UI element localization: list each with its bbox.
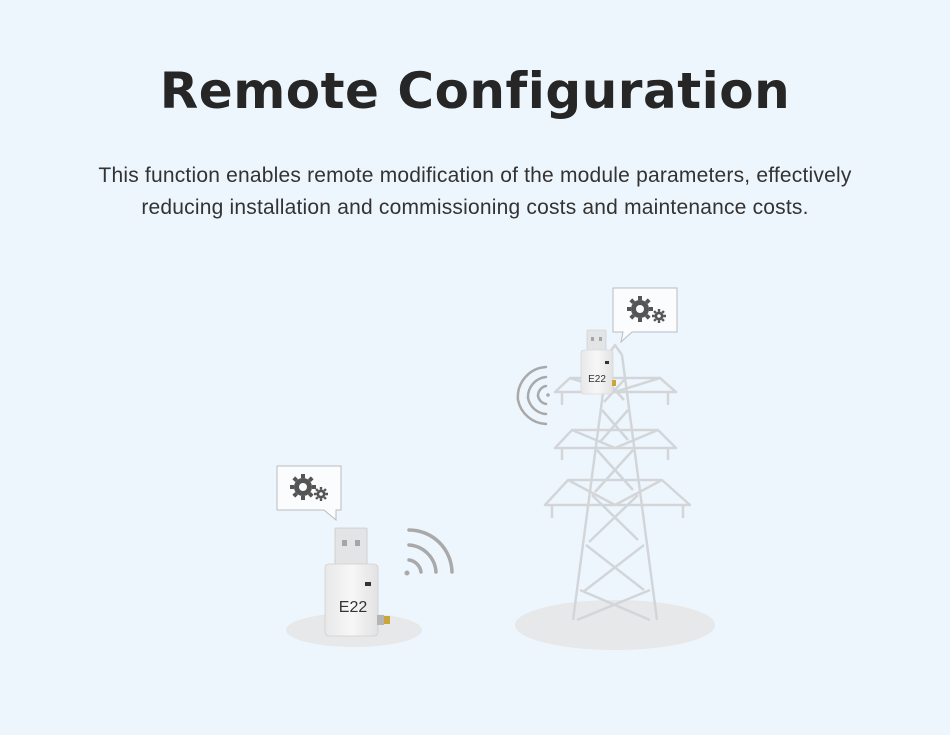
description-line-2: reducing installation and commissioning …: [141, 196, 809, 219]
description-line-1: This function enables remote modificatio…: [98, 164, 852, 187]
power-transmission-tower: [543, 343, 692, 622]
gears-icon: [627, 296, 666, 323]
page-title: Remote Configuration: [159, 62, 791, 120]
tower-module-label: E22: [588, 374, 606, 385]
tower-shadow: [515, 600, 715, 650]
ground-settings-bubble: [276, 465, 342, 522]
ground-usb-module: E22: [324, 527, 390, 637]
gears-icon: [290, 474, 328, 501]
ground-module-label: E22: [339, 599, 368, 616]
tower-usb-module: E22: [580, 329, 616, 395]
wireless-signal-icon: [404, 528, 454, 576]
wireless-signal-icon: [516, 365, 550, 426]
tower-settings-bubble: [612, 287, 678, 344]
